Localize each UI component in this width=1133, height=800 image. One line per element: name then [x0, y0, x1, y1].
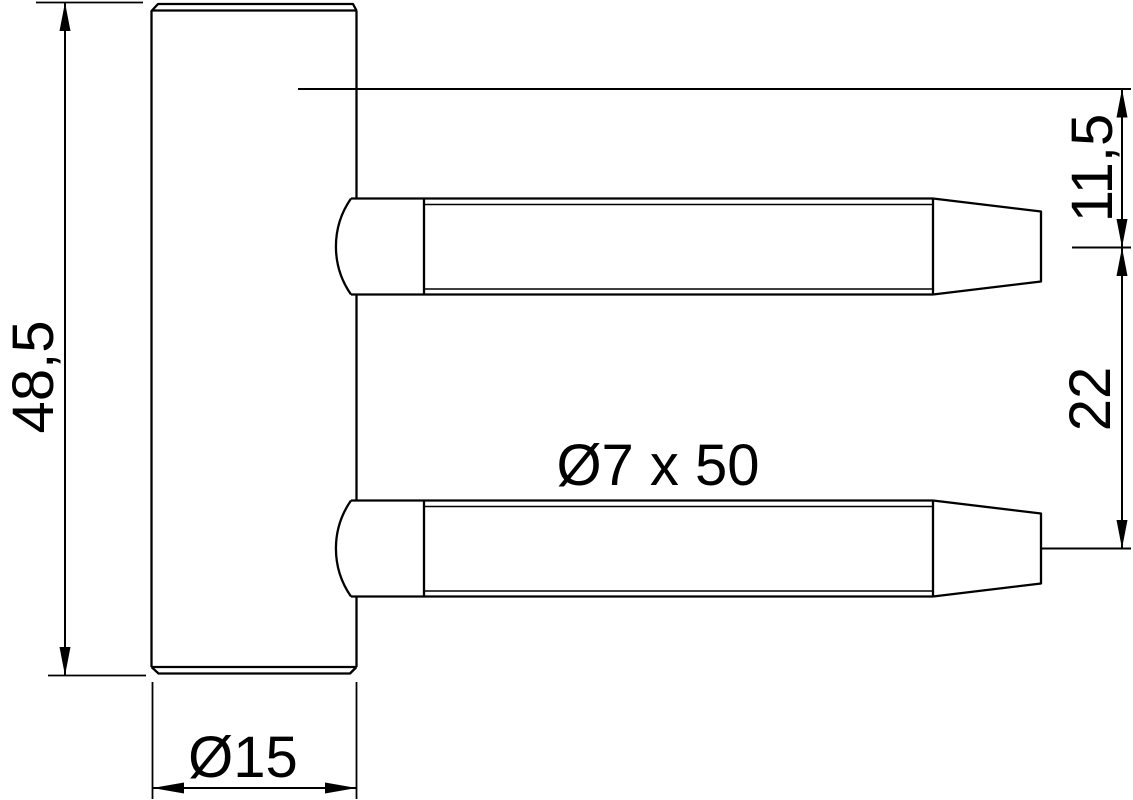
upper-pin	[334, 197, 1043, 296]
height-arrow-up	[59, 2, 71, 31]
offset-arrow-up	[1116, 89, 1128, 118]
diameter-arrow-right	[325, 782, 357, 794]
height-dimension-label: 48,5	[1, 321, 66, 434]
height-arrow-down	[59, 647, 71, 676]
spacing-arrow-up	[1116, 247, 1128, 276]
spacing-arrow-down	[1116, 520, 1128, 549]
barrel-bottom-edge	[150, 666, 358, 675]
dimension-right-group: 11,5 22	[298, 88, 1131, 550]
upper-pin-taper-tip	[932, 197, 1043, 296]
spacing-dimension-label: 22	[1058, 367, 1123, 432]
lower-pin	[334, 499, 1043, 598]
barrel-top-edge	[150, 2, 358, 12]
lower-pin-round-cap	[334, 499, 352, 598]
pin-size-label: Ø7 x 50	[556, 433, 759, 498]
offset-arrow-down	[1116, 219, 1128, 248]
diameter-arrow-left	[152, 782, 184, 794]
dimension-barrel-diameter: Ø15	[151, 682, 358, 799]
dimension-overall-height: 48,5	[1, 1, 146, 677]
barrel-body	[150, 2, 358, 675]
diameter-dimension-label: Ø15	[188, 725, 298, 790]
offset-dimension-label: 11,5	[1060, 114, 1125, 223]
upper-pin-round-cap	[334, 197, 352, 296]
lower-pin-taper-tip	[932, 499, 1043, 598]
